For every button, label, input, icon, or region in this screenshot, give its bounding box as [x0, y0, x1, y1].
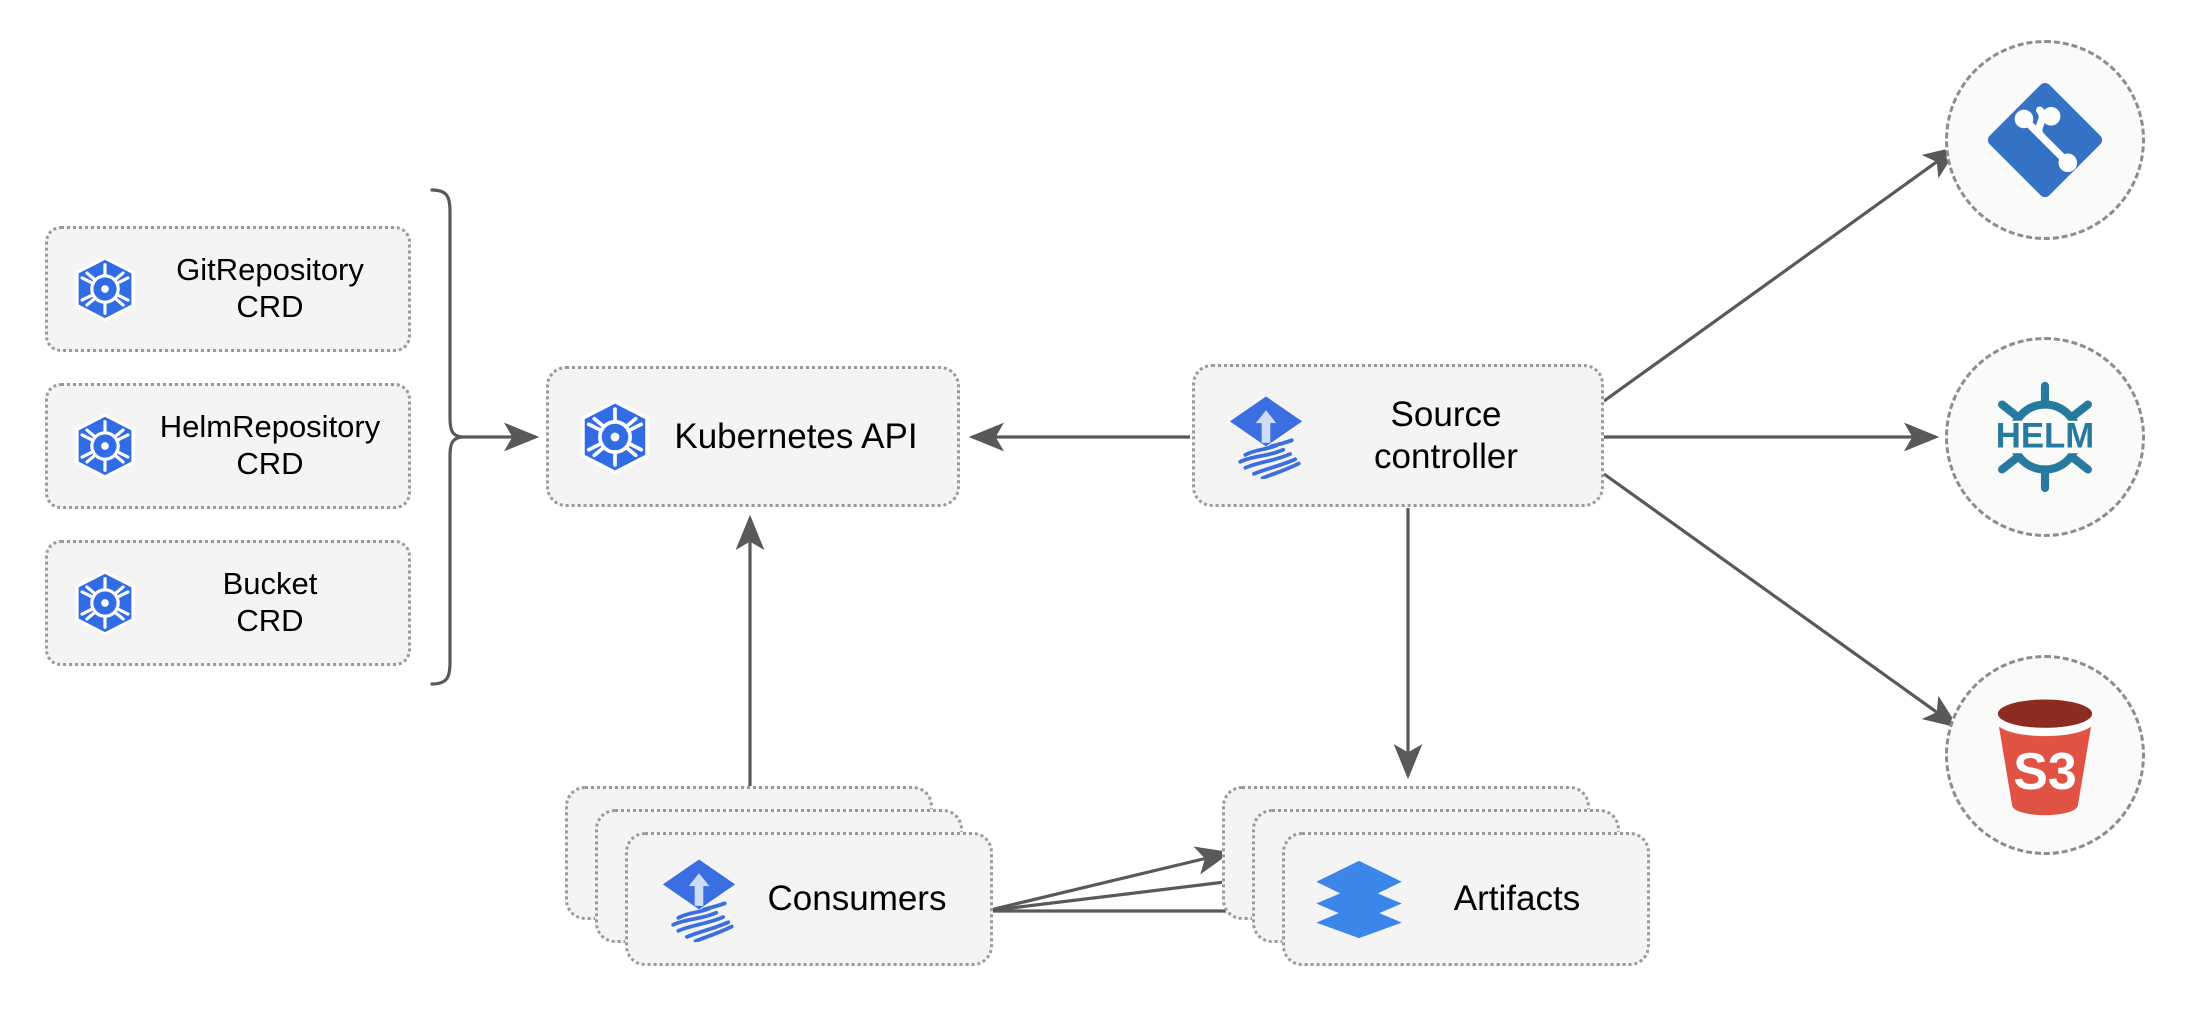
- external-s3[interactable]: S3: [1945, 655, 2145, 855]
- crd-card-label: HelmRepository CRD: [159, 409, 381, 481]
- node-label: Consumers: [767, 879, 947, 918]
- edge-source-controller-to-s3: [1603, 472, 1959, 728]
- node-kubernetes-api[interactable]: Kubernetes API: [546, 366, 960, 507]
- edge-consumers-to-artifacts-2: [985, 867, 1262, 913]
- kubernetes-icon: [575, 398, 655, 476]
- node-source-controller[interactable]: Source controller: [1192, 364, 1604, 507]
- node-label: Source controller: [1374, 395, 1518, 476]
- node-artifacts[interactable]: Artifacts: [1222, 786, 1650, 966]
- flux-icon: [1223, 393, 1309, 480]
- consumers-stack-sheet-front[interactable]: Consumers: [625, 832, 993, 966]
- helm-icon: HELM: [1981, 379, 2109, 495]
- s3-icon: S3: [1986, 692, 2104, 818]
- flux-icon: [656, 856, 742, 944]
- edge-consumers-to-artifacts-1: [985, 846, 1232, 913]
- external-git[interactable]: [1945, 40, 2145, 240]
- s3-wordmark: S3: [2013, 743, 2077, 801]
- node-consumers[interactable]: Consumers: [565, 786, 993, 966]
- git-icon: [1983, 78, 2107, 202]
- node-label: Kubernetes API: [674, 416, 918, 456]
- crd-card-bucket[interactable]: Bucket CRD: [45, 540, 411, 666]
- crd-card-label: Bucket CRD: [222, 566, 318, 638]
- kubernetes-icon: [70, 255, 140, 323]
- crd-card-helmrepository[interactable]: HelmRepository CRD: [45, 383, 411, 509]
- crd-card-gitrepository[interactable]: GitRepository CRD: [45, 226, 411, 352]
- edge-source-controller-to-git: [1603, 146, 1959, 403]
- helm-wordmark: HELM: [1996, 416, 2095, 455]
- kubernetes-icon: [70, 569, 140, 637]
- crd-card-label: GitRepository CRD: [176, 252, 364, 324]
- node-label: Artifacts: [1453, 879, 1581, 918]
- external-helm[interactable]: HELM: [1945, 337, 2145, 537]
- layers-icon: [1313, 859, 1405, 939]
- kubernetes-icon: [70, 412, 140, 480]
- artifacts-stack-sheet-front[interactable]: Artifacts: [1282, 832, 1650, 966]
- crd-group-bracket: [430, 188, 464, 686]
